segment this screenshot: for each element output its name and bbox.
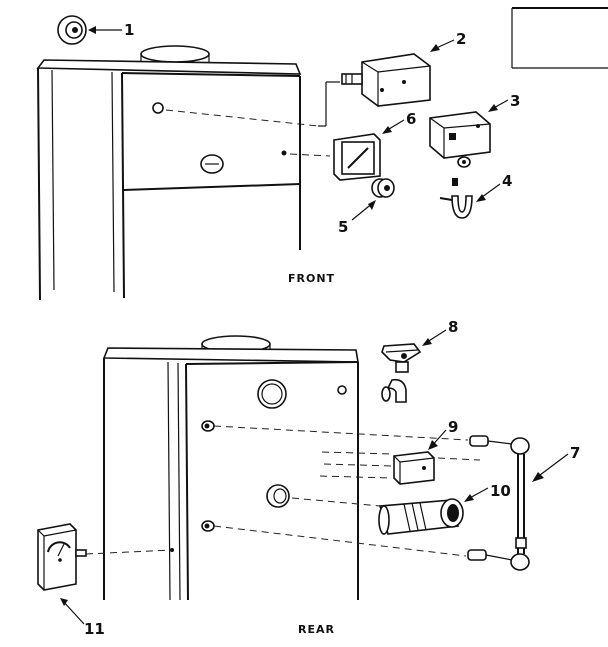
part-11-gauge-icon [37,523,87,591]
part-1-knob-icon [57,15,87,45]
part-7-rod-assembly-icon [467,435,530,571]
callout-10: 10 [490,482,511,500]
front-caption: FRONT [288,272,335,285]
corner-mark [511,7,608,69]
rear-cabinet [102,335,359,601]
part-10-burner-tube-icon [378,498,464,535]
callout-5: 5 [338,218,348,236]
part-6-gauge-icon [333,133,381,181]
callout-11: 11 [84,620,105,638]
callout-1: 1 [124,21,134,39]
callout-7: 7 [570,444,580,462]
front-callouts: 1 2 3 4 5 6 [88,21,520,236]
callout-4: 4 [502,172,512,190]
callout-2: 2 [456,30,466,48]
rear-caption: REAR [298,623,335,636]
part-2-control-box-icon [341,53,431,107]
part-3-switch-box-icon [429,111,491,168]
front-leaders [165,81,340,157]
part-4-clip-icon [439,178,473,219]
part-9-control-box-icon [393,451,435,485]
rear-callouts: 8 9 10 7 11 [60,318,580,638]
front-cabinet [36,45,302,301]
part-5-bushing-icon [371,178,395,198]
callout-8: 8 [448,318,458,336]
callout-6: 6 [406,110,416,128]
callout-9: 9 [448,418,458,436]
part-8-valve-icon [381,343,422,403]
callout-3: 3 [510,92,520,110]
rear-leaders [85,425,481,557]
